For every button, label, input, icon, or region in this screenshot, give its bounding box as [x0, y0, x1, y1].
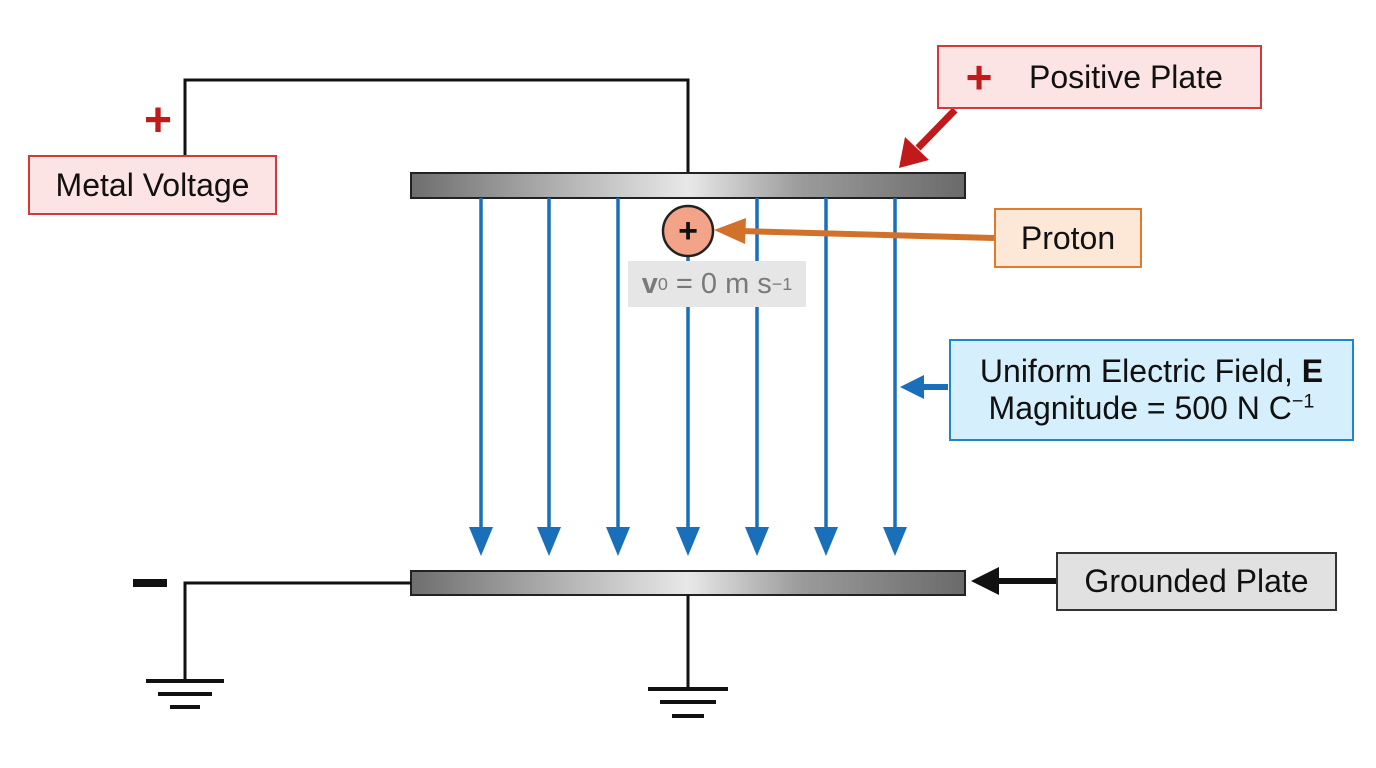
proton-pointer-head	[714, 218, 746, 244]
field-magnitude-row: Magnitude = 500 N C−1	[989, 390, 1315, 427]
velocity-symbol: v	[641, 267, 658, 300]
positive-plate-pointer-head	[899, 137, 929, 168]
field-arrowheads	[469, 527, 907, 556]
field-pointer-head	[900, 375, 924, 399]
grounded-plate-label: Grounded Plate	[1056, 552, 1337, 611]
left-ground-symbol	[146, 679, 224, 709]
grounded-plate-text: Grounded Plate	[1084, 563, 1309, 600]
top-wire	[183, 78, 690, 173]
field-arrowhead	[469, 527, 493, 556]
field-title-row: Uniform Electric Field, E	[980, 353, 1323, 390]
proton-pointer	[739, 228, 995, 241]
field-unit-exponent: −1	[1291, 390, 1315, 413]
proton-charge-sign: +	[678, 211, 698, 250]
positive-plate	[410, 172, 966, 199]
positive-terminal-sign: +	[143, 94, 173, 147]
positive-plate-pointer	[915, 107, 958, 151]
field-arrowhead	[745, 527, 769, 556]
positive-plate-label: + Positive Plate	[937, 45, 1262, 109]
left-ground-wire	[183, 581, 411, 680]
velocity-exponent: −1	[771, 273, 793, 294]
proton-particle	[661, 204, 715, 258]
field-title: Uniform Electric Field,	[979, 353, 1302, 390]
positive-plate-sign: +	[965, 50, 993, 103]
field-arrowhead	[814, 527, 838, 556]
field-symbol: E	[1301, 353, 1324, 390]
grounded-plate-pointer-head	[971, 567, 999, 595]
metal-voltage-label: Metal Voltage	[28, 155, 277, 215]
negative-terminal-sign	[133, 579, 167, 587]
field-arrowhead	[537, 527, 561, 556]
velocity-value: = 0 m s	[667, 267, 772, 300]
proton-text: Proton	[1020, 219, 1116, 256]
field-arrowhead	[606, 527, 630, 556]
grounded-plate	[410, 570, 966, 596]
field-magnitude: Magnitude = 500 N C	[988, 390, 1292, 426]
field-arrowhead	[676, 527, 700, 556]
center-ground-symbol	[648, 687, 728, 718]
electric-field-label: Uniform Electric Field, E Magnitude = 50…	[949, 339, 1354, 441]
proton-label: Proton	[994, 208, 1142, 268]
metal-voltage-text: Metal Voltage	[55, 166, 250, 203]
positive-plate-text: Positive Plate	[1029, 58, 1223, 95]
field-arrowhead	[883, 527, 907, 556]
velocity-subscript: 0	[657, 273, 668, 294]
